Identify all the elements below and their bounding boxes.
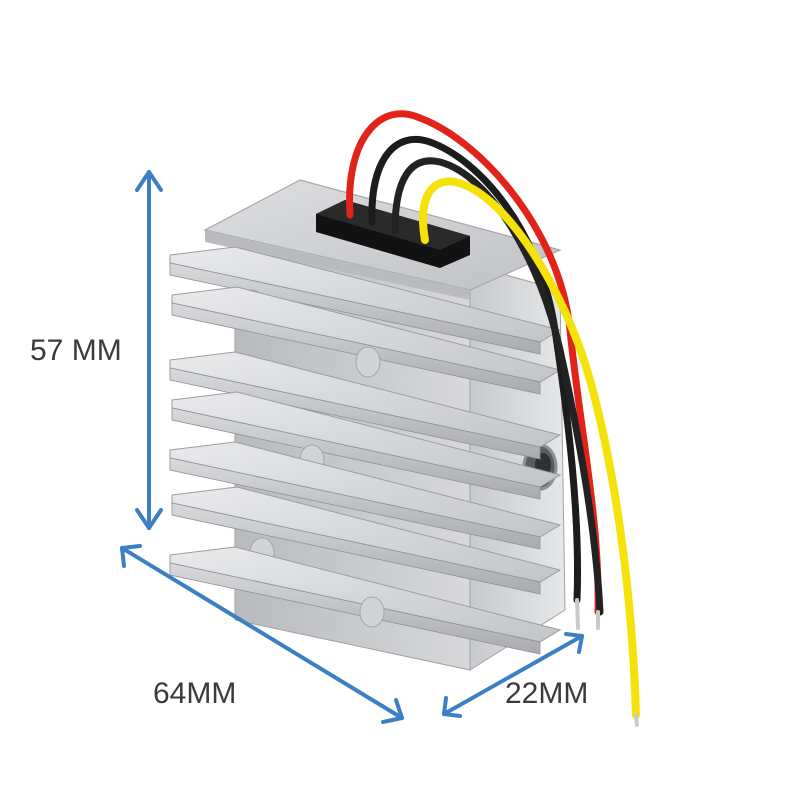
height-arrow-head-top <box>135 170 163 192</box>
red-wire <box>346 110 602 616</box>
heatsink-fin-edge <box>171 502 541 595</box>
heatsink-fin-edge <box>169 562 541 655</box>
black-wire-2 <box>391 157 604 616</box>
heatsink-fin <box>169 546 562 643</box>
screw-head <box>355 346 381 378</box>
heatsink-fin <box>171 391 562 488</box>
wire-tip <box>634 713 639 727</box>
width-label: 64MM <box>153 677 237 710</box>
screw-head <box>359 596 385 628</box>
depth-arrow-head-right <box>564 632 584 654</box>
depth-arrow-head-left <box>442 696 462 718</box>
heatsink-fin <box>169 246 562 343</box>
heatsink-fin-edge <box>169 367 541 460</box>
heatsink-fin <box>169 351 562 448</box>
depth-label: 22MM <box>505 677 589 710</box>
yellow-wire <box>419 177 640 719</box>
dimension-arrows <box>120 170 584 724</box>
depth-arrow <box>442 634 584 716</box>
heatsink-fin-edge <box>169 262 541 355</box>
heatsink-fin-edge <box>171 407 541 500</box>
heatsink-fin <box>171 286 562 383</box>
height-arrow-head-bottom <box>135 508 163 530</box>
height-label: 57 MM <box>30 334 122 367</box>
wires <box>346 110 640 727</box>
width-arrow <box>120 546 404 720</box>
heatsink-top-edge <box>205 230 470 300</box>
heatsink-fins <box>169 246 562 655</box>
heatsink-fin <box>171 486 562 583</box>
wire-tip <box>575 598 580 630</box>
width-arrow-head-right <box>381 698 404 724</box>
width-arrow-head-left <box>120 544 142 568</box>
heatsink-fin-edge <box>169 457 541 550</box>
heatsink-fin-edge <box>171 302 541 395</box>
heatsink-fin <box>169 441 562 538</box>
